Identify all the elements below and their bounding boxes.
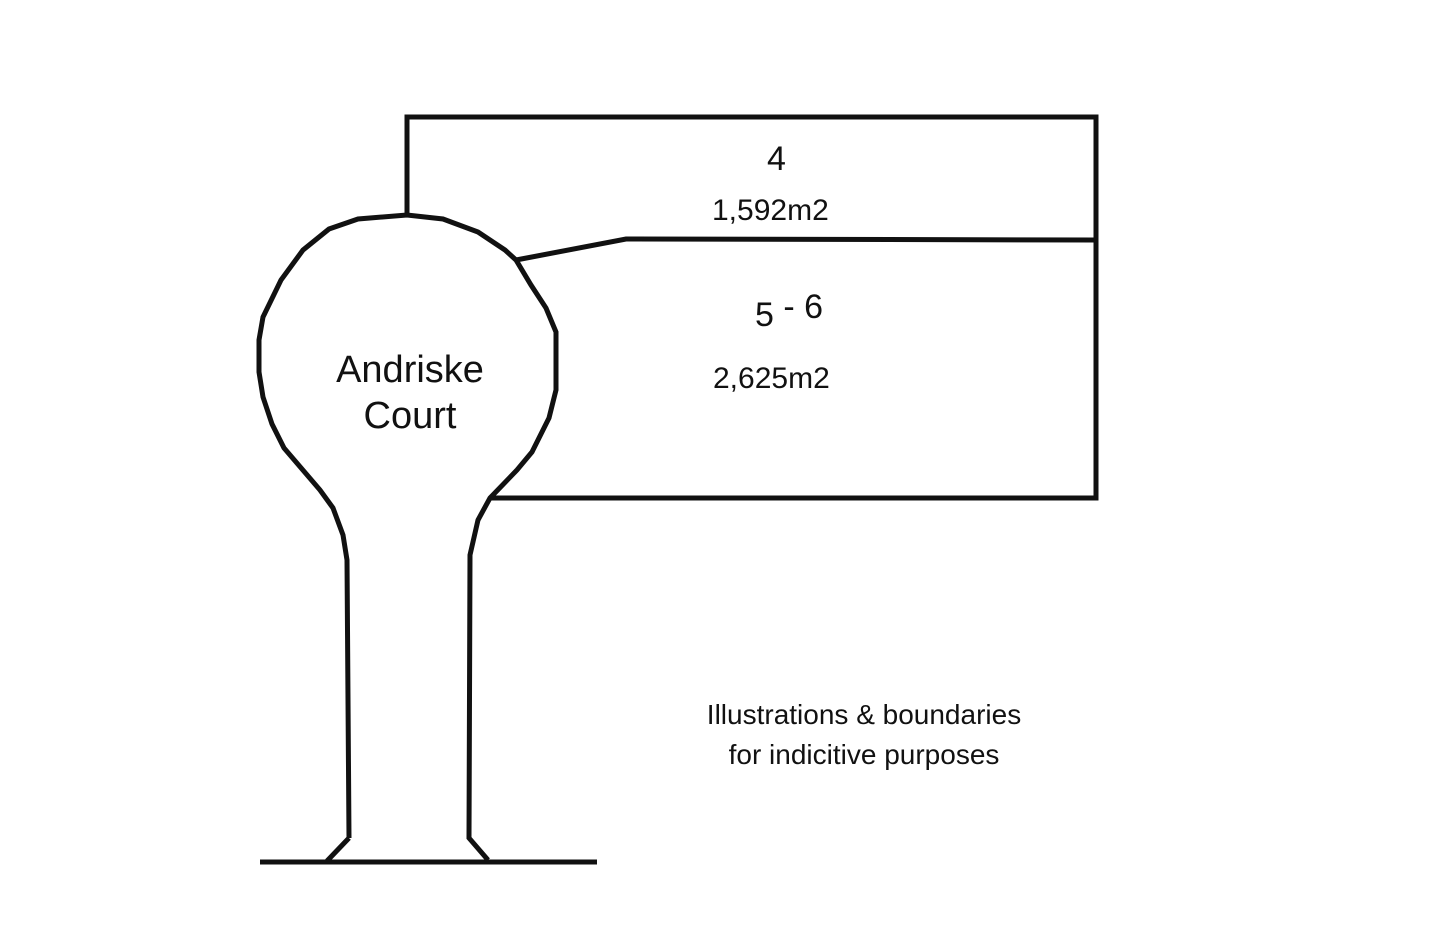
lot-5-6-area: 2,625m2: [713, 362, 830, 395]
disclaimer-line1: Illustrations & boundaries: [706, 699, 1022, 730]
cul-de-sac-left-flare: [325, 836, 351, 863]
lot-5-6-boundary: [490, 240, 1099, 501]
lot-number-separator: -: [783, 288, 795, 326]
street-name-line2: Court: [363, 395, 457, 437]
lot-5-number: 5: [755, 296, 774, 334]
lot-5-6-number: 5 - 6: [755, 288, 824, 334]
lot-divider-line: [515, 236, 1097, 263]
lot-4-number: 4: [767, 140, 786, 178]
street-name-label: Andriske Court: [322, 347, 498, 439]
cul-de-sac-outline: [256, 212, 559, 862]
lot-6-number: 6: [804, 288, 824, 326]
disclaimer-note: Illustrations & boundaries for indicitiv…: [664, 695, 1064, 775]
disclaimer-line2: for indicitive purposes: [728, 739, 1000, 770]
lot-4-boundary: [404, 114, 1099, 240]
street-name-line1: Andriske: [336, 349, 484, 391]
lot-4-area: 1,592m2: [712, 194, 829, 227]
